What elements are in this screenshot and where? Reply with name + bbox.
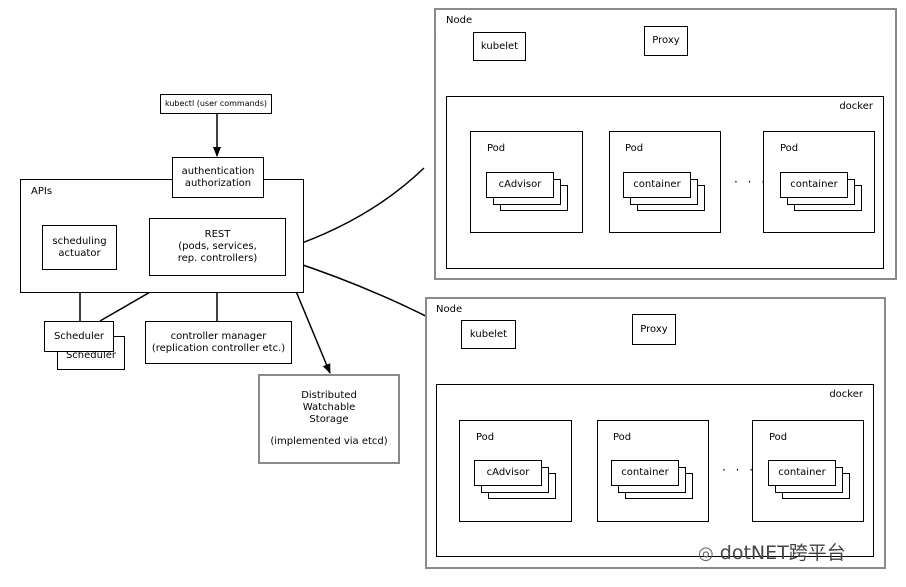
storage-line3: Storage [309,414,349,425]
scheduling-actuator-box: scheduling actuator [42,225,117,270]
container-box: container [780,172,848,198]
node-label: Node [446,15,473,26]
auth-box: authentication authorization [172,157,264,198]
kubectl-box: kubectl (user commands) [160,94,272,114]
node-label: Node [436,304,463,315]
scheduler-label-back: Scheduler [65,350,117,361]
rest-box: REST (pods, services, rep. controllers) [149,218,286,276]
container-box: container [768,460,836,486]
pod-label: Pod [476,432,495,443]
proxy-label: Proxy [652,35,680,46]
storage-line4: (implemented via etcd) [270,436,388,447]
cadvisor-label: cAdvisor [498,179,542,190]
pod-label: Pod [769,432,788,443]
kubelet-box: kubelet [473,32,526,61]
kubelet-label: kubelet [469,328,508,340]
pod-label: Pod [625,143,644,154]
cadvisor-box: cAdvisor [474,460,542,486]
arrow-node1-rest [287,167,425,249]
ellipsis: · · · [734,175,769,189]
docker-label: docker [839,101,873,112]
scheduling-line2: actuator [58,247,101,259]
storage-line1: Distributed [301,390,357,401]
container-label: container [633,179,681,190]
kubelet-box: kubelet [461,320,516,349]
auth-line2: authorization [184,177,252,189]
pod-label: Pod [613,432,632,443]
pod-label: Pod [780,143,799,154]
scheduler-label: Scheduler [53,330,105,342]
rest-line3: rep. controllers) [177,253,258,264]
pod-label: Pod [487,143,506,154]
cadvisor-box: cAdvisor [486,172,554,198]
cm-line2: (replication controller etc.) [151,342,286,354]
container-label: container [790,179,838,190]
apis-label: APIs [31,186,53,197]
scheduling-line1: scheduling [52,235,107,247]
auth-line1: authentication [181,165,255,177]
kubelet-label: kubelet [480,40,519,52]
rest-line2: (pods, services, [178,241,257,252]
storage-line2: Watchable [302,402,356,413]
storage-box: Distributed Watchable Storage (implement… [258,374,400,464]
kubectl-label: kubectl (user commands) [164,99,268,108]
proxy-box: Proxy [644,26,688,56]
container-box: container [623,172,691,198]
docker-label: docker [829,389,863,400]
cm-line1: controller manager [170,330,267,342]
wechat-icon: ◎ [698,543,714,564]
rest-line1: REST [204,229,231,240]
container-box: container [611,460,679,486]
watermark: ◎ dotNET跨平台 [698,538,846,565]
container-label: container [621,467,669,478]
proxy-label: Proxy [640,323,668,335]
proxy-box: Proxy [632,314,676,345]
controller-manager-box: controller manager (replication controll… [145,321,292,364]
container-label: container [778,467,826,478]
scheduler-box: Scheduler [44,321,114,352]
ellipsis: · · · [722,463,757,477]
cadvisor-label: cAdvisor [486,467,530,478]
watermark-text: dotNET跨平台 [719,542,846,564]
